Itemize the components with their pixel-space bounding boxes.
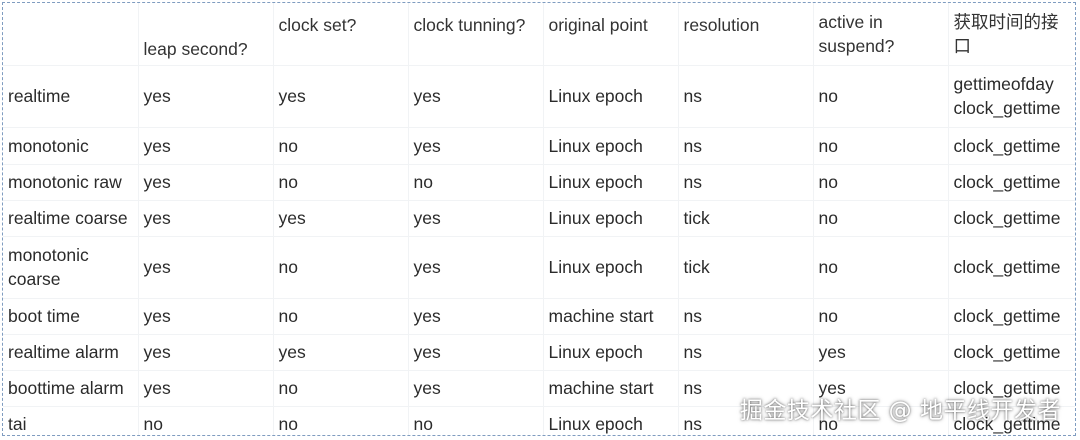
cell-leap-second: yes <box>138 370 274 407</box>
cell-leap-second: yes <box>138 236 274 299</box>
cell-interface: clock_gettime <box>948 298 1075 335</box>
cell-active-in-suspend: no <box>813 164 949 201</box>
table-row: realtime alarm yes yes yes Linux epoch n… <box>3 334 1075 371</box>
cell-clock-set: yes <box>273 200 409 237</box>
cell-resolution: ns <box>678 298 814 335</box>
cell-original-point: machine start <box>543 298 679 335</box>
cell-active-in-suspend: yes <box>813 370 949 407</box>
cell-interface: clock_gettime <box>948 406 1075 435</box>
row-label: boot time <box>3 298 139 335</box>
row-label: boottime alarm <box>3 370 139 407</box>
cell-original-point: Linux epoch <box>543 164 679 201</box>
header-leap-second: leap second? <box>138 3 274 66</box>
cell-resolution: ns <box>678 370 814 407</box>
cell-leap-second: no <box>138 406 274 435</box>
header-active-in-suspend: active in suspend? <box>813 3 949 66</box>
cell-clock-set: no <box>273 370 409 407</box>
cell-clock-set: yes <box>273 334 409 371</box>
cell-resolution: ns <box>678 164 814 201</box>
cell-active-in-suspend: no <box>813 127 949 165</box>
row-label: realtime coarse <box>3 200 139 237</box>
cell-interface: clock_gettime <box>948 127 1075 165</box>
cell-active-in-suspend: yes <box>813 334 949 371</box>
header-clock-tunning: clock tunning? <box>408 3 544 66</box>
cell-clock-set: no <box>273 298 409 335</box>
cell-original-point: machine start <box>543 370 679 407</box>
table-row: tai no no no Linux epoch ns no clock_get… <box>3 406 1075 435</box>
table-row: monotonic yes no yes Linux epoch ns no c… <box>3 127 1075 165</box>
table-row: monotonic raw yes no no Linux epoch ns n… <box>3 164 1075 201</box>
cell-clock-tunning: yes <box>408 334 544 371</box>
cell-clock-tunning: yes <box>408 370 544 407</box>
row-label: monotonic <box>3 127 139 165</box>
cell-clock-set: no <box>273 406 409 435</box>
cell-original-point: Linux epoch <box>543 334 679 371</box>
cell-interface: clock_gettime <box>948 334 1075 371</box>
table-row: monotonic coarse yes no yes Linux epoch … <box>3 236 1075 299</box>
cell-original-point: Linux epoch <box>543 65 679 128</box>
cell-active-in-suspend: no <box>813 200 949 237</box>
header-time-interface: 获取时间的接口 <box>948 3 1075 66</box>
cell-active-in-suspend: no <box>813 236 949 299</box>
header-original-point: original point <box>543 3 679 66</box>
cell-original-point: Linux epoch <box>543 200 679 237</box>
cell-active-in-suspend: no <box>813 406 949 435</box>
cell-clock-tunning: no <box>408 164 544 201</box>
cell-original-point: Linux epoch <box>543 236 679 299</box>
cell-clock-tunning: yes <box>408 236 544 299</box>
cell-clock-set: no <box>273 236 409 299</box>
cell-active-in-suspend: no <box>813 298 949 335</box>
cell-clock-set: no <box>273 164 409 201</box>
cell-leap-second: yes <box>138 65 274 128</box>
cell-active-in-suspend: no <box>813 65 949 128</box>
cell-clock-tunning: yes <box>408 298 544 335</box>
cell-leap-second: yes <box>138 298 274 335</box>
header-resolution: resolution <box>678 3 814 66</box>
row-label: realtime alarm <box>3 334 139 371</box>
cell-clock-tunning: yes <box>408 65 544 128</box>
cell-original-point: Linux epoch <box>543 406 679 435</box>
cell-interface: clock_gettime <box>948 164 1075 201</box>
header-cell-empty <box>3 3 139 66</box>
cell-resolution: ns <box>678 334 814 371</box>
cell-leap-second: yes <box>138 127 274 165</box>
cell-resolution: tick <box>678 236 814 299</box>
cell-interface: clock_gettime <box>948 370 1075 407</box>
row-label: tai <box>3 406 139 435</box>
cell-resolution: ns <box>678 127 814 165</box>
cell-clock-set: yes <box>273 65 409 128</box>
cell-interface: gettimeofday clock_gettime <box>948 65 1075 128</box>
cell-clock-tunning: yes <box>408 127 544 165</box>
cell-leap-second: yes <box>138 200 274 237</box>
header-clock-set: clock set? <box>273 3 409 66</box>
row-label: monotonic raw <box>3 164 139 201</box>
cell-original-point: Linux epoch <box>543 127 679 165</box>
cell-clock-tunning: no <box>408 406 544 435</box>
table-row: realtime coarse yes yes yes Linux epoch … <box>3 200 1075 237</box>
table-row: realtime yes yes yes Linux epoch ns no g… <box>3 65 1075 128</box>
table-row: boottime alarm yes no yes machine start … <box>3 370 1075 407</box>
cell-leap-second: yes <box>138 164 274 201</box>
cell-clock-set: no <box>273 127 409 165</box>
cell-leap-second: yes <box>138 334 274 371</box>
table-row: boot time yes no yes machine start ns no… <box>3 298 1075 335</box>
cell-interface: clock_gettime <box>948 236 1075 299</box>
header-row: leap second? clock set? clock tunning? o… <box>3 3 1075 66</box>
clock-comparison-table: leap second? clock set? clock tunning? o… <box>3 3 1075 435</box>
cell-resolution: ns <box>678 406 814 435</box>
row-label: monotonic coarse <box>3 236 139 299</box>
cell-clock-tunning: yes <box>408 200 544 237</box>
cell-resolution: ns <box>678 65 814 128</box>
cell-interface: clock_gettime <box>948 200 1075 237</box>
cell-resolution: tick <box>678 200 814 237</box>
row-label: realtime <box>3 65 139 128</box>
